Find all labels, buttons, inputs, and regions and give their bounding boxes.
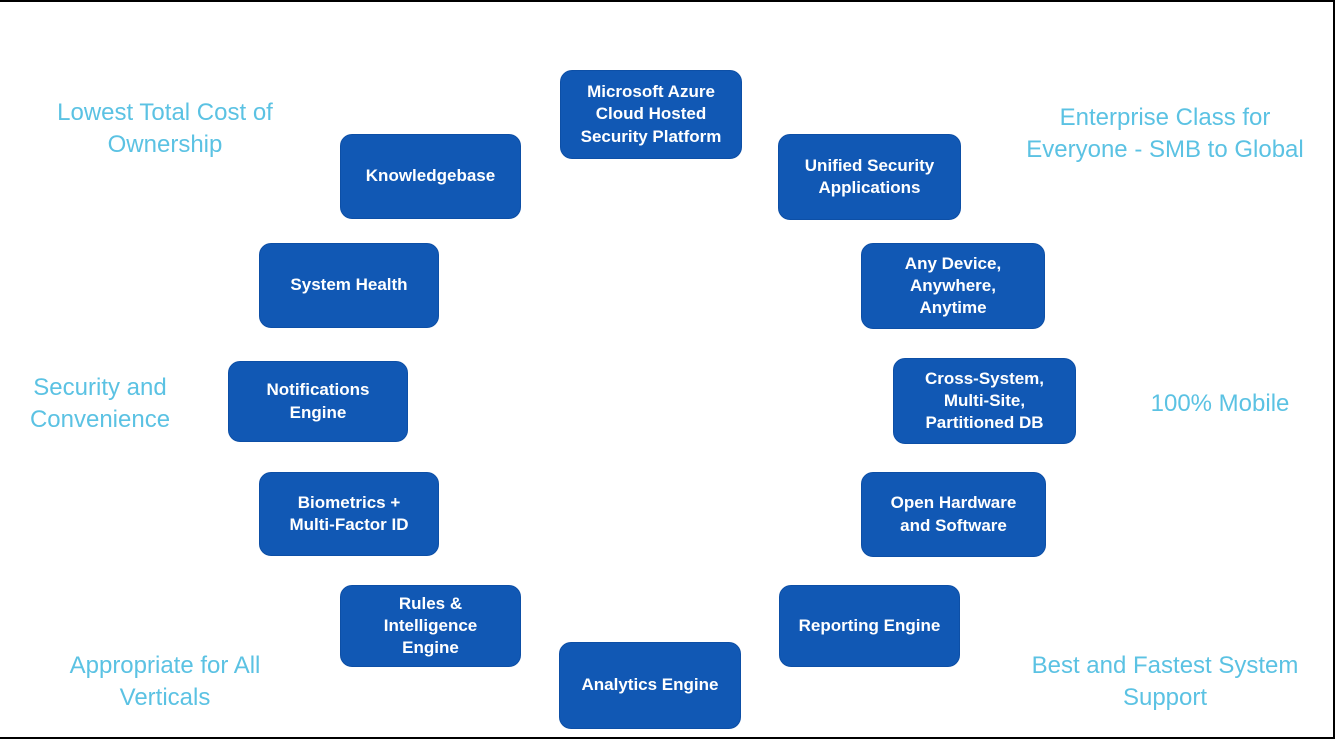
node-reporting-engine: Reporting Engine bbox=[779, 585, 960, 667]
caption-100-percent-mobile: 100% Mobile bbox=[1150, 390, 1290, 417]
node-cross-system-db: Cross-System, Multi-Site, Partitioned DB bbox=[893, 358, 1076, 444]
caption-enterprise-class: Enterprise Class for Everyone - SMB to G… bbox=[1026, 104, 1304, 163]
caption-security-convenience: Security and Convenience bbox=[29, 374, 171, 433]
node-biometrics-id: Biometrics + Multi-Factor ID bbox=[259, 472, 439, 556]
node-any-device: Any Device, Anywhere, Anytime bbox=[861, 243, 1045, 329]
node-notifications-engine: Notifications Engine bbox=[228, 361, 408, 442]
node-system-health: System Health bbox=[259, 243, 439, 328]
node-azure-platform: Microsoft Azure Cloud Hosted Security Pl… bbox=[560, 70, 742, 159]
node-knowledgebase: Knowledgebase bbox=[340, 134, 521, 219]
caption-all-verticals: Appropriate for All Verticals bbox=[69, 652, 261, 711]
node-rules-engine: Rules & Intelligence Engine bbox=[340, 585, 521, 667]
caption-lowest-cost: Lowest Total Cost of Ownership bbox=[57, 99, 273, 158]
node-analytics-engine: Analytics Engine bbox=[559, 642, 741, 729]
caption-system-support: Best and Fastest System Support bbox=[1031, 652, 1299, 711]
node-unified-security: Unified Security Applications bbox=[778, 134, 961, 220]
node-open-hardware: Open Hardware and Software bbox=[861, 472, 1046, 557]
